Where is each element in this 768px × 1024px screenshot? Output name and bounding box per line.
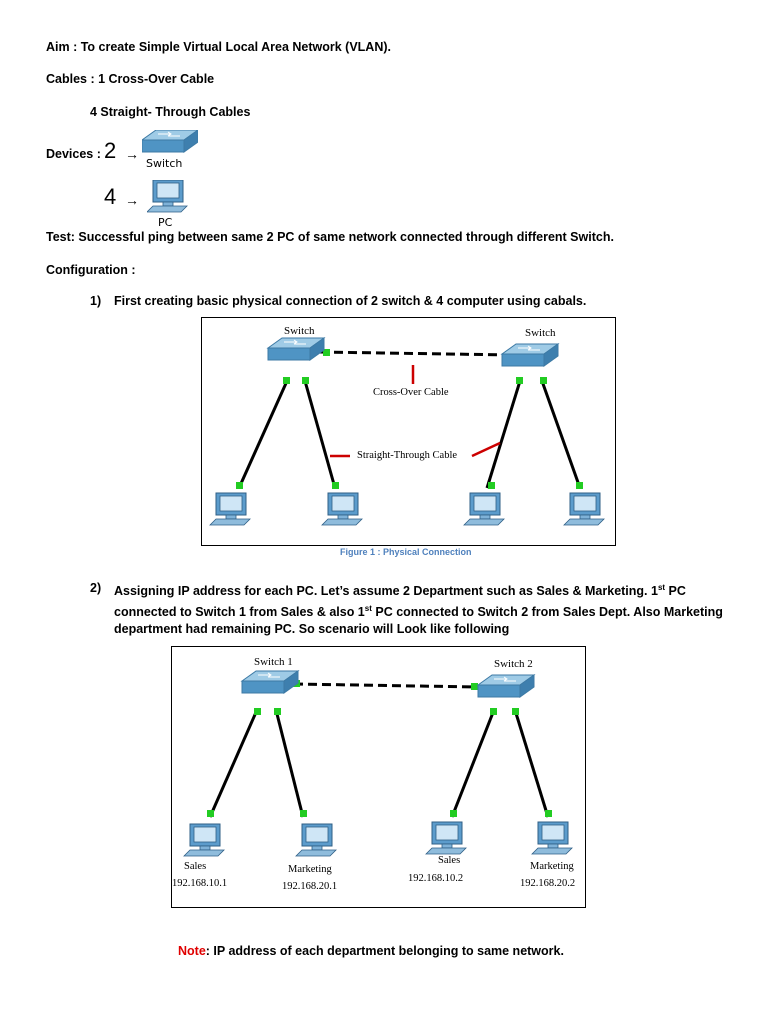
cables-line-2: 4 Straight- Through Cables: [90, 105, 251, 119]
note-line: Note: IP address of each department belo…: [178, 944, 564, 958]
pc-icon: [425, 821, 467, 855]
straight-cable-label: Straight-Through Cable: [357, 450, 458, 461]
pc-icon: [183, 823, 225, 857]
link-lights: [236, 349, 583, 489]
step-1-text: First creating basic physical connection…: [114, 294, 587, 308]
straight-pointer-right: [471, 441, 501, 458]
switch-icon: [477, 674, 535, 698]
test-line: Test: Successful ping between same 2 PC …: [46, 230, 614, 244]
pc-icon-label: PC: [158, 216, 173, 229]
pc-4-ip: 192.168.20.2: [520, 878, 576, 889]
straight-cable-2: [303, 380, 337, 489]
pc-3-ip: 192.168.10.2: [408, 873, 464, 884]
link-lights: [207, 680, 552, 817]
pc-icon: [209, 492, 251, 526]
straight-cable-3: [485, 380, 522, 489]
pc-3-dept: Sales: [438, 855, 461, 866]
pc-icon: [563, 492, 605, 526]
straight-cable-4: [540, 380, 582, 489]
switch-icon: [142, 130, 198, 153]
switch-icon: [267, 337, 325, 361]
straight-cable-3: [450, 709, 496, 818]
devices-label: Devices :: [46, 147, 101, 161]
pc-2-dept: Marketing: [288, 864, 332, 875]
straight-cable-1: [237, 380, 289, 489]
switch-1-label: Switch 1: [254, 656, 293, 668]
pc-icon: [321, 492, 363, 526]
step-2-text: Assigning IP address for each PC. Let’s …: [114, 583, 723, 637]
pc-icon: [463, 492, 505, 526]
arrow-icon: →: [125, 146, 139, 162]
pc-icon: [295, 823, 337, 857]
arrow-icon: →: [125, 192, 139, 208]
switch-count: 2: [104, 138, 117, 163]
pc-2-ip: 192.168.20.1: [282, 881, 338, 892]
figure-1-physical-connection: Switch Switch Cross-Over Cable Straight-…: [201, 317, 616, 546]
pc-count: 4: [104, 184, 117, 209]
switch-icon: [241, 670, 299, 694]
pc-1-dept: Sales: [184, 861, 207, 872]
switch-icon: [501, 343, 559, 367]
crossover-cable: [319, 350, 513, 357]
figure-2-ip-scenario: Switch 1 Switch 2 Sales 192.168.10.1 Mar…: [171, 646, 586, 908]
note-text: : IP address of each department belongin…: [205, 944, 564, 958]
crossover-cable: [293, 682, 479, 689]
switch-2-label: Switch 2: [494, 658, 533, 670]
switch-icon-label: Switch: [146, 157, 183, 170]
straight-cable-2: [274, 709, 305, 818]
configuration-heading: Configuration :: [46, 263, 136, 277]
pc-icon: [147, 180, 188, 213]
pc-icon: [531, 821, 573, 855]
pc-4-dept: Marketing: [530, 861, 574, 872]
pc-1-ip: 192.168.10.1: [172, 878, 228, 889]
switch-left-label: Switch: [284, 325, 315, 337]
step-1-number: 1): [90, 294, 102, 308]
switch-right-label: Switch: [525, 327, 556, 339]
note-label: Note: [178, 944, 206, 958]
aim-line: Aim : To create Simple Virtual Local Are…: [46, 40, 391, 54]
cables-line-1: Cables : 1 Cross-Over Cable: [46, 72, 215, 86]
straight-cable-4: [513, 709, 550, 818]
straight-cable-1: [208, 709, 259, 818]
step-2-number: 2): [90, 581, 102, 595]
figure-1-caption: Figure 1 : Physical Connection: [340, 547, 472, 557]
crossover-cable-label: Cross-Over Cable: [373, 387, 449, 398]
